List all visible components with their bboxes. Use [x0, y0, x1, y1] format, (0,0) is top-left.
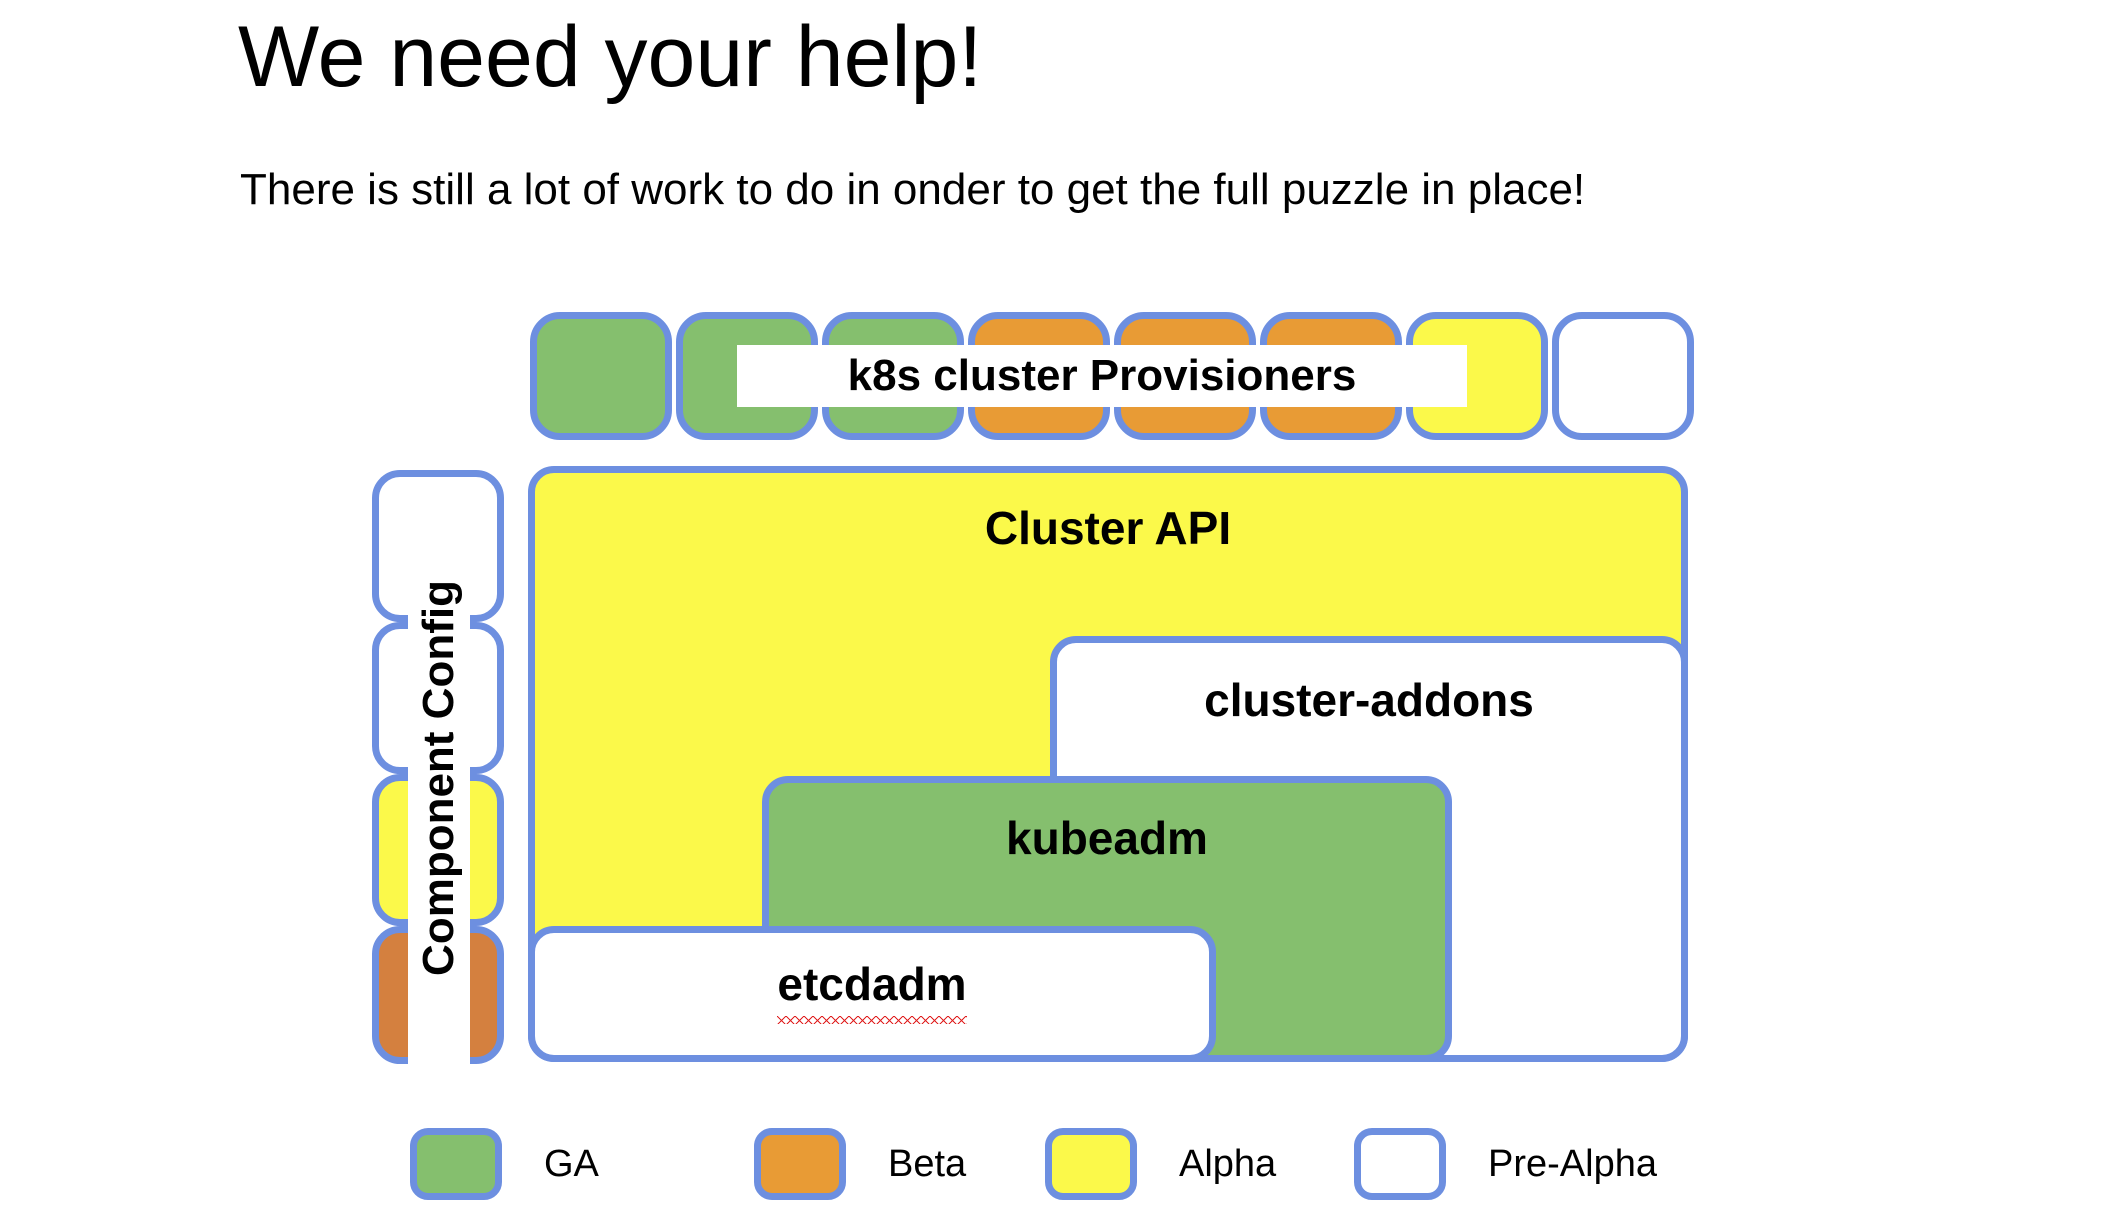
legend-label: Pre-Alpha: [1488, 1142, 1657, 1185]
legend-label: Alpha: [1179, 1142, 1277, 1185]
provisioner-tile-8[interactable]: [1552, 312, 1694, 440]
box-cluster-api-label: Cluster API: [984, 502, 1232, 554]
spellcheck-squiggle-icon: [777, 1016, 967, 1024]
legend-item-beta: Beta: [754, 1128, 966, 1200]
page-subtitle: There is still a lot of work to do in on…: [240, 165, 1586, 214]
component-config-banner: Component Config: [408, 492, 470, 1064]
legend-swatch-yellow: [1045, 1128, 1137, 1200]
legend-swatch-green: [410, 1128, 502, 1200]
provisioner-tile-1[interactable]: [530, 312, 672, 440]
legend-label: GA: [544, 1142, 599, 1185]
legend-item-pre-alpha: Pre-Alpha: [1354, 1128, 1657, 1200]
legend-swatch-orange: [754, 1128, 846, 1200]
legend-swatch-white: [1354, 1128, 1446, 1200]
box-etcdadm-label: etcdadm: [535, 957, 1209, 1024]
component-config-label: Component Config: [414, 580, 464, 976]
box-cluster-addons-label: cluster-addons: [1204, 674, 1534, 726]
legend-item-alpha: Alpha: [1045, 1128, 1276, 1200]
etcdadm-misspelled-word: etcdadm: [777, 957, 967, 1024]
page-title: We need your help!: [238, 9, 983, 105]
legend-label: Beta: [888, 1142, 967, 1185]
legend: GA Beta Alpha Pre-Alpha: [0, 1128, 2126, 1218]
box-etcdadm-text: etcdadm: [777, 958, 967, 1010]
box-kubeadm-label: kubeadm: [1006, 812, 1208, 864]
k8s-cluster-provisioners-label: k8s cluster Provisioners: [847, 351, 1357, 400]
k8s-cluster-provisioners-banner: k8s cluster Provisioners: [737, 345, 1467, 407]
legend-item-ga: GA: [410, 1128, 599, 1200]
box-etcdadm[interactable]: etcdadm: [528, 926, 1216, 1062]
